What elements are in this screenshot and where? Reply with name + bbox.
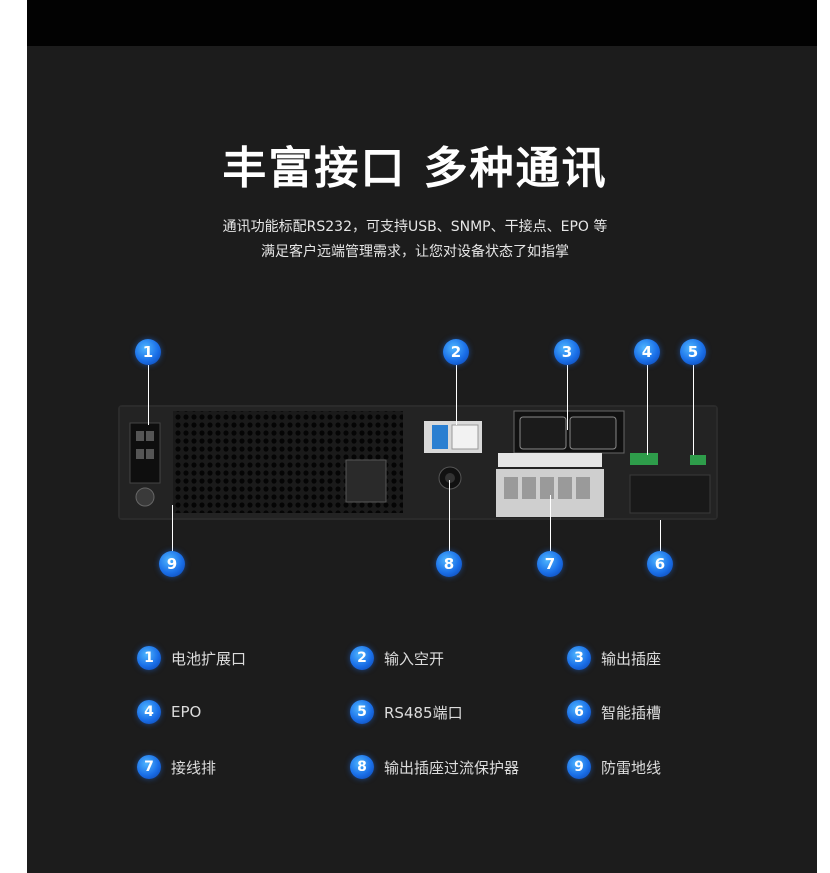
top-black-bar: [27, 0, 817, 46]
legend-label: 输出插座过流保护器: [384, 758, 520, 777]
legend-item-4: 4 EPO: [137, 700, 201, 726]
ups-rear-panel-image: [118, 405, 718, 520]
legend-badge: 8: [350, 755, 374, 779]
legend-badge: 2: [350, 646, 374, 670]
callout-badge-5: 5: [680, 339, 706, 365]
leader-line-9: [172, 505, 173, 552]
legend-item-1: 1 电池扩展口: [137, 646, 246, 672]
legend-item-5: 5 RS485端口: [350, 700, 463, 726]
leader-line-1: [148, 365, 149, 425]
leader-line-8: [449, 480, 450, 552]
legend-label: 智能插槽: [601, 703, 662, 722]
leader-line-4: [647, 365, 648, 455]
leader-line-3: [567, 365, 568, 430]
legend-badge: 1: [137, 646, 161, 670]
callout-badge-8: 8: [436, 551, 462, 577]
callout-badge-4: 4: [634, 339, 660, 365]
legend-item-9: 9 防雷地线: [567, 755, 661, 781]
callout-badge-1: 1: [135, 339, 161, 365]
legend-badge: 3: [567, 646, 591, 670]
legend-badge: 9: [567, 755, 591, 779]
legend-label: 输出插座: [601, 649, 662, 668]
legend-item-7: 7 接线排: [137, 755, 216, 781]
legend-item-3: 3 输出插座: [567, 646, 661, 672]
legend-item-6: 6 智能插槽: [567, 700, 661, 726]
callout-badge-3: 3: [554, 339, 580, 365]
legend-badge: 4: [137, 700, 161, 724]
leader-line-7: [550, 495, 551, 552]
legend-item-8: 8 输出插座过流保护器: [350, 755, 519, 781]
legend-label: 电池扩展口: [171, 649, 247, 668]
legend-label: 输入空开: [384, 649, 445, 668]
subtitle-line-2: 满足客户远端管理需求，让您对设备状态了如指掌: [261, 244, 569, 260]
callout-badge-9: 9: [159, 551, 185, 577]
legend-label: RS485端口: [384, 703, 463, 722]
legend-label: EPO: [171, 703, 202, 721]
legend-badge: 5: [350, 700, 374, 724]
callout-badge-2: 2: [443, 339, 469, 365]
callout-badge-6: 6: [647, 551, 673, 577]
legend-badge: 7: [137, 755, 161, 779]
leader-line-5: [693, 365, 694, 455]
callout-badge-7: 7: [537, 551, 563, 577]
legend-label: 接线排: [171, 758, 217, 777]
legend-label: 防雷地线: [601, 758, 662, 777]
page-title: 丰富接口 多种通讯: [222, 143, 608, 194]
leader-line-6: [660, 520, 661, 552]
legend-item-2: 2 输入空开: [350, 646, 444, 672]
leader-line-2: [456, 365, 457, 425]
subtitle-line-1: 通讯功能标配RS232，可支持USB、SNMP、干接点、EPO 等: [222, 219, 608, 235]
legend-badge: 6: [567, 700, 591, 724]
